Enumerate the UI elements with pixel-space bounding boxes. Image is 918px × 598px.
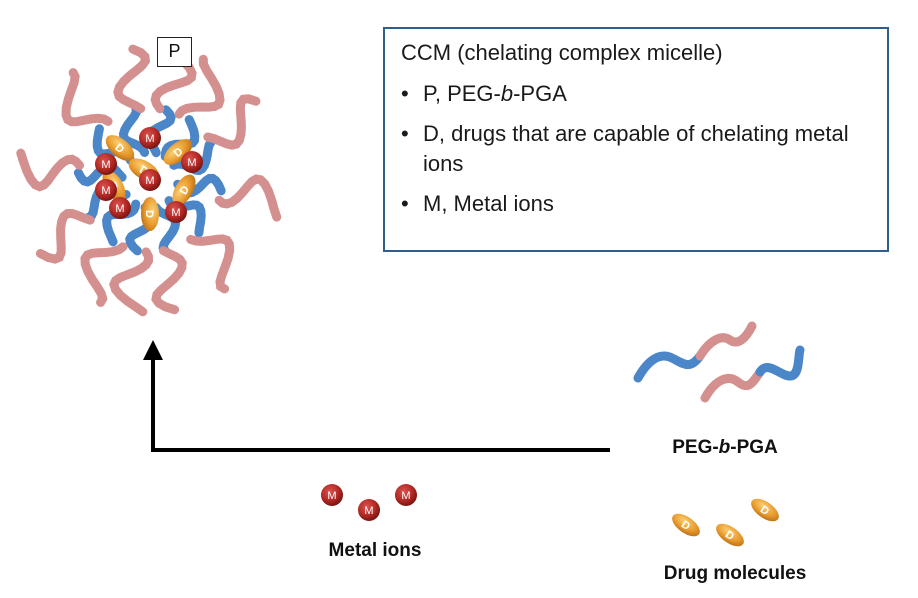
metal-ion: M [358,499,380,521]
svg-text:M: M [101,185,110,197]
micelle-drug: D [141,197,159,231]
drug-molecule: D [751,498,779,522]
micelle-metal: M [109,197,131,219]
micelle-pga-segment [174,54,225,119]
free-chain-2-pga [700,367,765,403]
metal-ion: M [321,484,343,506]
drug-molecule: D [716,523,744,547]
polymer-label-box: P [157,37,192,67]
reaction-arrow [143,340,610,452]
legend-list: P, PEG-b-PGA D, drugs that are capable o… [401,79,873,219]
drug-molecule: D [672,513,700,537]
svg-text:M: M [101,159,110,171]
legend-item-drug: D, drugs that are capable of chelating m… [401,119,873,179]
free-chain-2-peg [755,345,805,381]
micelle-pga-segment [109,247,154,317]
drug-molecules-group: D D D [672,498,779,547]
micelle-drug: D [105,135,135,161]
svg-text:M: M [327,490,336,502]
svg-text:M: M [364,505,373,517]
micelle-pga-segment [16,148,84,192]
micelle-pga-segment [203,94,261,150]
free-chain-1-peg [633,351,705,383]
metal-ion: M [395,484,417,506]
micelle-peg-segment [118,104,150,157]
svg-text:M: M [115,203,124,215]
micelle-metal: M [139,127,161,149]
legend-item-polymer: P, PEG-b-PGA [401,79,873,109]
peg-b-pga-free-chains [633,321,805,403]
micelle-metal: M [95,179,117,201]
micelle-pga-segment [214,174,282,222]
svg-text:M: M [145,175,154,187]
micelle-metal: M [181,151,203,173]
free-chain-1-pga [695,321,757,361]
drug-molecules-caption: Drug molecules [663,563,807,584]
metal-ions-caption: Metal ions [328,540,422,561]
svg-text:D: D [143,210,155,218]
micelle-metal: M [139,169,161,191]
svg-text:M: M [171,207,180,219]
legend-title: CCM (chelating complex micelle) [401,40,723,65]
micelle-pga-segment [61,68,113,127]
svg-text:M: M [145,133,154,145]
micelle-pga-segment [80,242,128,307]
legend-item-metal: M, Metal ions [401,189,873,219]
micelle-pga-segment [186,234,235,294]
micelle-pga-segment [35,208,95,264]
micelle-metal: M [165,201,187,223]
micelle-drug: D [163,139,193,165]
micelle-core: DDDDDDMMMMMMM [95,127,203,231]
micelle-metal: M [95,153,117,175]
peg-b-pga-caption: PEG-b-PGA [672,437,778,458]
legend-box: CCM (chelating complex micelle) P, PEG-b… [383,27,889,252]
micelle-drug: D [172,174,196,206]
micelle-pga-segment [113,44,151,114]
micelle-pga-segment [151,246,187,315]
svg-text:M: M [187,157,196,169]
micelle-peg-segment [151,202,181,255]
metal-ions-group: M M M [321,484,417,521]
svg-text:M: M [401,490,410,502]
